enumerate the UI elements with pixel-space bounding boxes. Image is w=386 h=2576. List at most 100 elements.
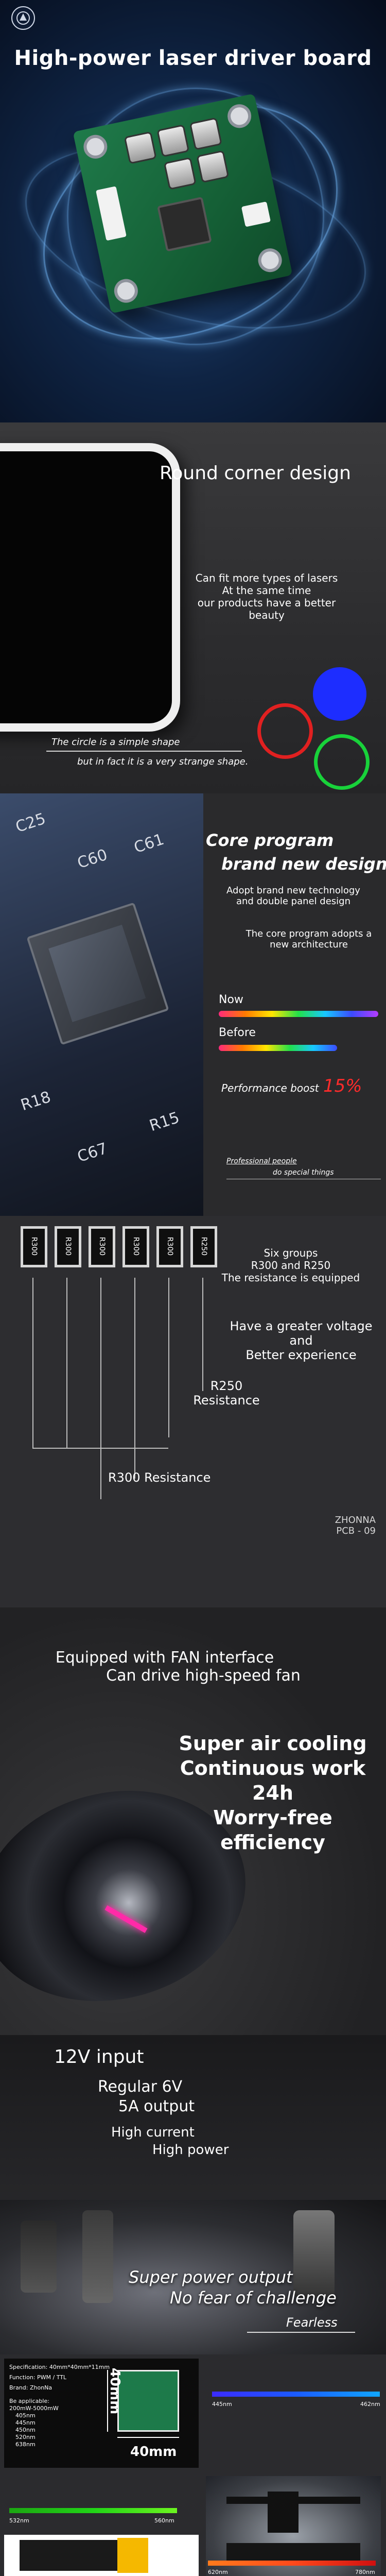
silkscreen-label: C25 [13,809,48,837]
core-heading-1: Core program [206,831,334,850]
leader-line [66,1278,67,1448]
resistor-row: R300 R300 R300 R300 R300 R250 [21,1226,217,1267]
caption-line-1: The circle is a simple shape [51,737,180,748]
laser-module-label [117,2538,148,2573]
red-wavelength-bar [208,2561,376,2566]
slogan-line: No fear of challenge [170,2288,337,2308]
voltage-input: 12V input [54,2046,144,2067]
slogan-fearless: Fearless [286,2315,338,2330]
model-label: PCB - 09 [336,1526,376,1536]
green-circle-outline [314,734,370,790]
groups-line: Six groups [264,1247,318,1259]
before-rainbow-bar [219,1045,337,1051]
blue-circle [313,667,366,721]
resistor-r300: R300 [156,1226,183,1267]
current-text: High current High power [111,2124,229,2159]
capacitor [156,124,190,158]
desc-line: our products have a better [197,597,336,609]
caption-underline [46,751,242,752]
capacitor [189,117,222,150]
driver-board-image [73,93,293,314]
fan-section: Equipped with FAN interface Can drive hi… [0,1607,386,2035]
hero-title: High-power laser driver board [14,46,372,70]
slogan-text: Super power output No fear of challenge [129,2267,371,2308]
r250-label: R250 [210,1379,243,1393]
silkscreen-label: C60 [75,845,110,873]
machine-base [226,2543,360,2564]
applicable-item: 638nm [15,2441,36,2448]
arch-line: new architecture [270,939,348,950]
hero-section: High-power laser driver board [0,0,386,422]
laser-module-body [20,2540,117,2571]
applicable-item: 520nm [15,2434,36,2441]
resistor-r300: R300 [122,1226,149,1267]
groups-text: Six groups R300 and R250 The resistance … [206,1247,376,1284]
green-range-end: 560nm [154,2517,174,2524]
capacitor-closeup [21,2221,57,2293]
applicable-item: 450nm [15,2427,36,2433]
spec-brand: Brand: ZhonNa [9,2384,52,2391]
round-corner-frame-image [0,443,180,732]
applicable-title: Be applicable: [9,2398,49,2404]
mount-hole [112,277,141,305]
capacitor [124,131,157,164]
silkscreen-label: R18 [19,1088,53,1115]
caption-line-2: but in fact it is a very strange shape. [77,756,249,767]
engraver-machine-image [206,2476,381,2576]
brand-label: ZHONNA [335,1515,376,1526]
mount-hole [225,102,254,130]
applicable-item: 445nm [15,2419,36,2426]
blue-range-end: 462nm [360,2401,380,2408]
resistor-r300: R300 [89,1226,115,1267]
now-rainbow-bar [219,1011,378,1017]
r300-callout: R300 Resistance [108,1470,211,1485]
capacitor-closeup [293,2210,335,2298]
dimension-line-v [107,2370,108,2432]
silkscreen-label: C67 [75,1139,110,1166]
red-circle-outline [257,703,313,759]
chip [26,902,169,1045]
core-program-section: C25 C60 C61 R18 C67 R15 Core program bra… [0,793,386,1216]
output-line: 5A output [118,2097,195,2115]
tech-line: and double panel design [236,896,351,907]
mount-hole [81,132,110,161]
specification-section: Specification: 40mm*40mm*11mm Function: … [0,2354,386,2576]
brand-model: ZHONNA PCB - 09 [309,1515,376,1536]
before-label: Before [219,1026,256,1039]
groups-line: R300 and R250 [251,1259,331,1272]
board-thumbnail [117,2370,179,2432]
red-range-start: 620nm [208,2569,228,2575]
desc-line: beauty [249,609,285,621]
spec-function: Function: PWM / TTL [9,2374,67,2381]
slogan-line: Super power output [129,2267,293,2287]
performance-boost-value: 15% [323,1076,362,1096]
dimension-vertical: 40mm [107,2367,123,2415]
dimension-line-h [117,2437,179,2438]
resistor-code: R300 [98,1236,106,1256]
resistor-code: R300 [132,1236,140,1256]
leader-line [32,1448,168,1449]
blue-range-start: 445nm [212,2401,232,2408]
resistor-r300: R300 [21,1226,47,1267]
resistor-section: R300 R300 R300 R300 R300 R250 Six groups… [0,1216,386,1607]
round-corner-description: Can fit more types of lasers At the same… [164,572,370,621]
capacitor-closeup [82,2210,113,2303]
silkscreen-label: R15 [147,1108,182,1136]
resistor-code: R300 [166,1236,174,1256]
red-range-end: 780nm [355,2569,375,2575]
capacitor [163,157,197,190]
green-range-start: 532nm [9,2517,29,2524]
tech-line: Adopt brand new technology [226,885,360,896]
current-line: High power [152,2142,229,2158]
power-section: 12V input Regular 6V 5A output High curr… [0,2035,386,2354]
spec-applicable: Be applicable: 200mW-5000mW 405nm 445nm … [9,2398,59,2448]
laser-module-image [4,2535,199,2576]
output-line: Regular 6V [98,2078,183,2096]
desc-line: Can fit more types of lasers [195,572,338,584]
spec-size: Specification: 40mm*40mm*11mm [9,2364,110,2370]
tagline-1: Professional people [226,1157,297,1165]
round-corner-heading: Round corner design [160,463,351,484]
resistor-code: R300 [30,1236,38,1256]
tagline-2: do special things [273,1168,334,1177]
desc-line: At the same time [222,584,311,597]
